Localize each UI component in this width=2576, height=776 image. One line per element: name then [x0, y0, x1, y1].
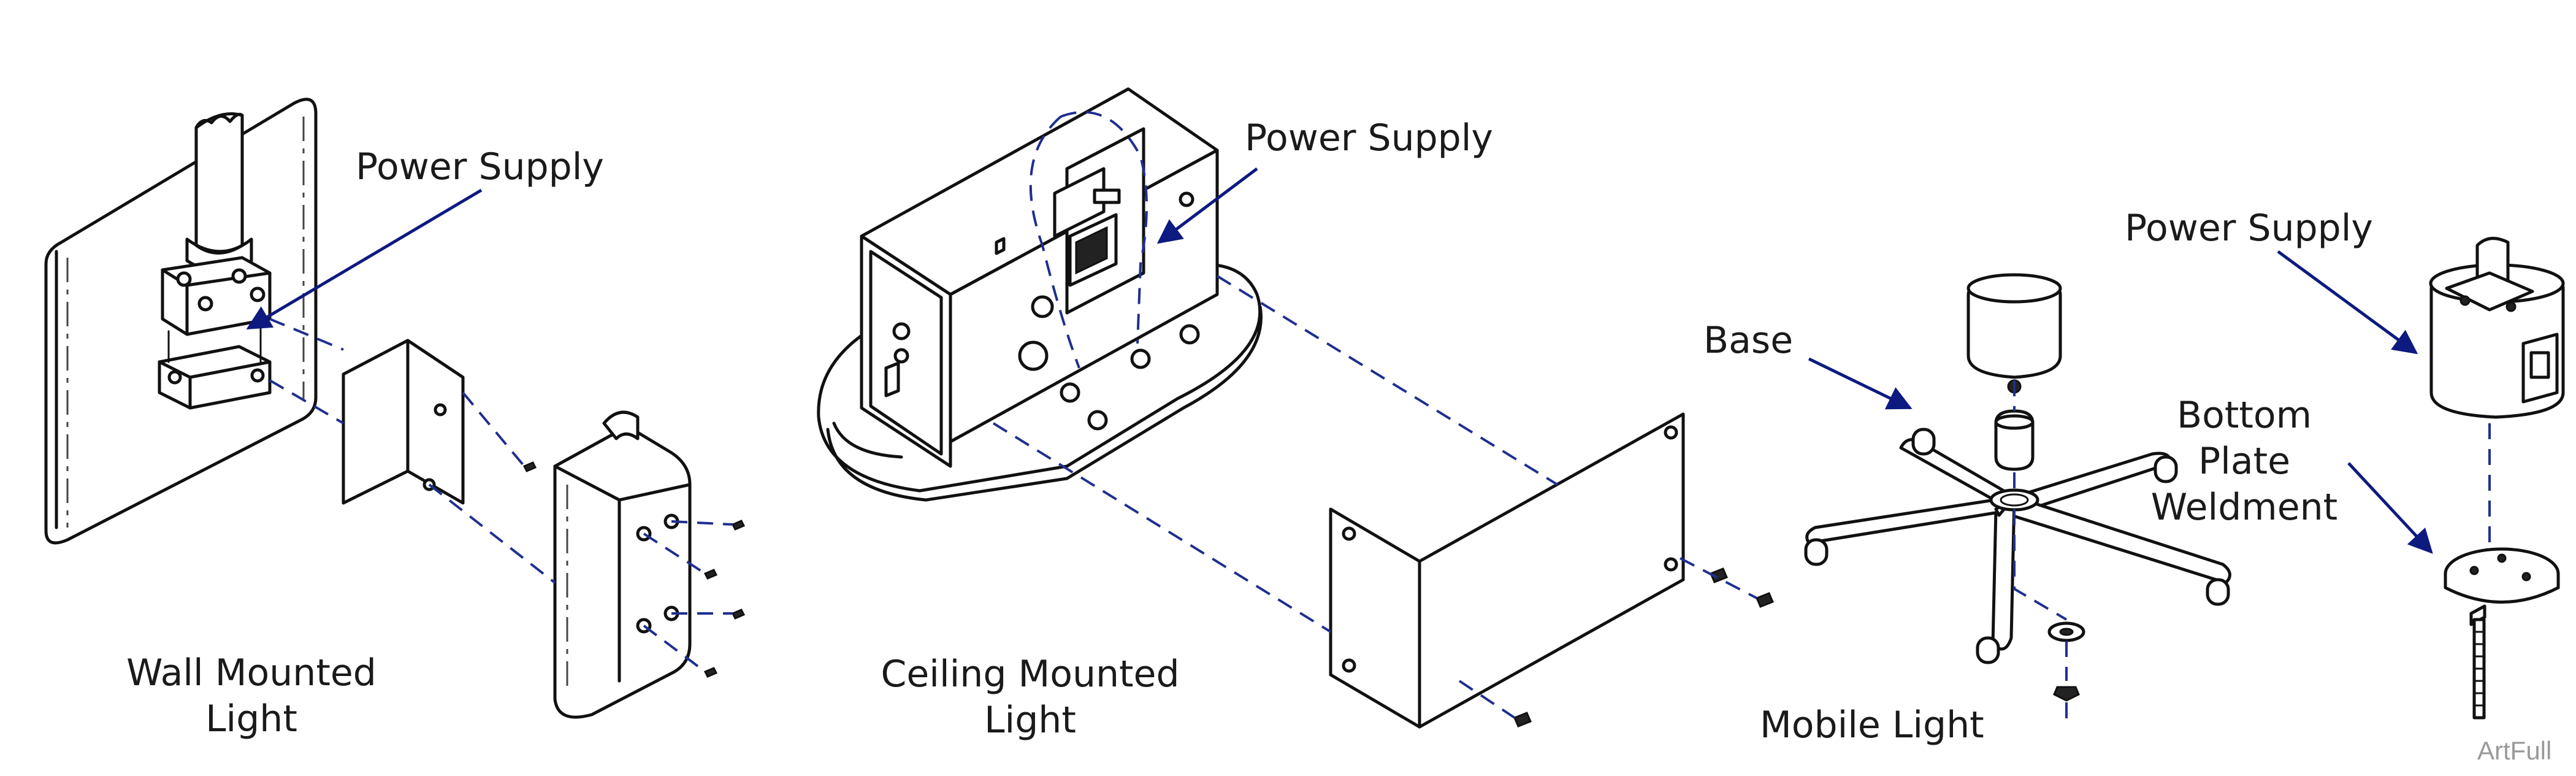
bottom-plate-label-line2: Plate	[2198, 440, 2291, 483]
mobile-assembly-lines	[2013, 380, 2068, 727]
bottom-plate-weldment-label: Bottom Plate Weldment	[2128, 393, 2361, 531]
mobile-star-base	[1804, 428, 2231, 664]
wall-large-cover	[553, 410, 692, 719]
artfull-watermark: ArtFull	[2477, 736, 2552, 765]
mobile-washer-nut	[2047, 621, 2085, 702]
ceiling-mounted-light-assembly	[817, 87, 1774, 729]
bottom-plate-label-line1: Bottom	[2176, 394, 2312, 437]
bottom-plate-arrow	[2347, 462, 2433, 554]
wall-power-supply-bracket	[158, 256, 272, 410]
ceiling-power-supply-arrow	[1156, 167, 1258, 244]
mobile-light-assembly	[1804, 273, 2231, 727]
wall-mounted-light-label-line2: Light	[205, 697, 297, 740]
wall-screws	[522, 461, 746, 678]
wall-power-supply-arrow	[246, 188, 483, 330]
ceiling-assembly-lines	[992, 275, 1757, 719]
mobile-column	[1994, 409, 2035, 471]
wall-small-cover	[342, 339, 465, 505]
ceiling-screws	[1513, 567, 1774, 728]
ceiling-power-supply-outline	[1029, 110, 1148, 369]
ceiling-power-supply-label: Power Supply	[1245, 117, 1493, 159]
ceiling-mounted-light-label-line1: Ceiling Mounted	[881, 653, 1180, 696]
mobile-lamp-head	[1966, 273, 2062, 394]
base-label: Base	[1703, 319, 1794, 362]
base-arrow	[1808, 357, 1913, 410]
wall-mounted-light-label-line1: Wall Mounted	[126, 651, 376, 694]
mobile-power-supply-arrow	[2277, 250, 2418, 355]
ceiling-mounted-light-label: Ceiling Mounted Light	[858, 651, 1202, 743]
bottom-plate-weldment	[2444, 547, 2560, 720]
ceiling-cover-plate	[1329, 412, 1685, 729]
mobile-power-supply-unit	[2429, 237, 2565, 419]
wall-power-supply-label: Power Supply	[356, 145, 604, 188]
ceiling-mounted-light-label-line2: Light	[984, 699, 1076, 742]
wall-mounted-light-assembly	[44, 98, 746, 719]
wall-assembly-lines	[269, 318, 733, 673]
mobile-power-supply-label: Power Supply	[2125, 207, 2373, 250]
mobile-power-supply-assembly	[2277, 237, 2565, 720]
ceiling-power-supply	[1053, 127, 1145, 315]
bottom-plate-label-line3: Weldment	[2150, 486, 2338, 529]
mobile-light-label: Mobile Light	[1760, 704, 1984, 747]
wall-mounted-light-label: Wall Mounted Light	[104, 650, 399, 742]
